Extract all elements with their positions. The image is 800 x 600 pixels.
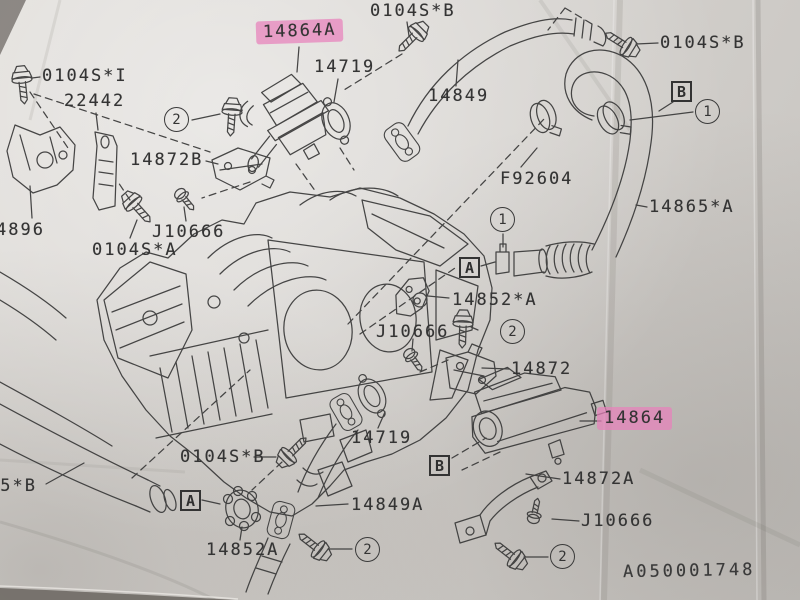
upper-air-valve-drawing [239, 73, 330, 173]
callout-circle-2-mid: 2 [500, 319, 525, 344]
label-14849: 14849 [428, 86, 490, 106]
label-0104si: 0104S*I [42, 66, 128, 86]
gasket-14852a-drawing [222, 485, 262, 532]
callout-circle-2-botright: 2 [550, 544, 575, 569]
label-14872: 14872 [511, 359, 573, 379]
label-14864a-highlighted: 14864A [255, 18, 344, 45]
callout-circle-2-botcenter: 2 [355, 537, 380, 562]
pipe-14849a-drawing [245, 368, 395, 595]
label-14852a: 14852A [206, 540, 280, 560]
bolt-circle2-mid-drawing [451, 309, 475, 349]
label-14896-clipped: 4896 [0, 220, 45, 240]
label-0104sa: 0104S*A [92, 240, 178, 260]
callout-circle-1-mid: 1 [490, 207, 515, 232]
label-14852sa: 14852*A [452, 290, 538, 310]
callout-box-b-top: B [671, 81, 692, 102]
hose-14865b-drawing [0, 271, 177, 513]
label-14872b: 14872B [130, 150, 204, 170]
gasket-14852sa-drawing [395, 277, 430, 317]
dashed-lines [29, 7, 593, 491]
diagram-code: A050001748 [622, 559, 756, 583]
label-14719-top: 14719 [314, 57, 376, 77]
label-f92604: F92604 [500, 169, 574, 189]
bracket-14872a-drawing [454, 470, 553, 544]
bolt-0104si-drawing [9, 64, 36, 106]
label-0104sb-bottom: 0104S*B [180, 447, 266, 467]
label-j10666-lower: J10666 [581, 511, 655, 531]
mount-14896-drawing [6, 124, 76, 194]
label-22442: 22442 [64, 91, 126, 111]
label-j10666-upper: J10666 [152, 222, 226, 242]
callout-circle-1-topright: 1 [695, 99, 720, 124]
label-0104sb-top: 0104S*B [370, 1, 456, 21]
bracket-14872b-drawing [211, 147, 275, 191]
engine-drawing [96, 187, 493, 517]
callout-box-b-bottom: B [429, 455, 450, 476]
callout-circle-2-top: 2 [164, 107, 189, 132]
callout-box-a-mid: A [459, 257, 480, 278]
label-14865a: 14865*A [649, 197, 735, 217]
label-14719-bottom: 14719 [351, 428, 413, 448]
label-14849a: 14849A [351, 495, 425, 515]
bolt-circle2-botright-drawing [488, 534, 532, 576]
label-14872a: 14872A [562, 469, 636, 489]
bolt-circle2-botcenter-drawing [292, 525, 336, 567]
label-14864-highlighted: 14864 [597, 407, 673, 430]
screw-j10666-upper-drawing [171, 185, 200, 215]
label-0104sb-top-right: 0104S*B [660, 33, 746, 53]
clamp-f92604-drawing [525, 96, 564, 144]
bracket-22442-drawing [92, 131, 118, 211]
screw-j10666-lower-drawing [524, 496, 546, 526]
lower-air-valve-drawing [471, 366, 608, 465]
photo-paper-edges [0, 0, 239, 600]
hose-14865a-drawing [495, 49, 654, 279]
label-14865b-clipped: 65*B [0, 476, 37, 496]
bracket-14872-drawing [445, 343, 497, 395]
label-j10666-mid: J10666 [376, 322, 450, 342]
callout-box-a-bottom: A [180, 490, 201, 511]
bolt-0104sb-top-drawing [391, 16, 434, 59]
hose-14849-drawing [380, 17, 607, 165]
leader-lines [29, 21, 694, 558]
